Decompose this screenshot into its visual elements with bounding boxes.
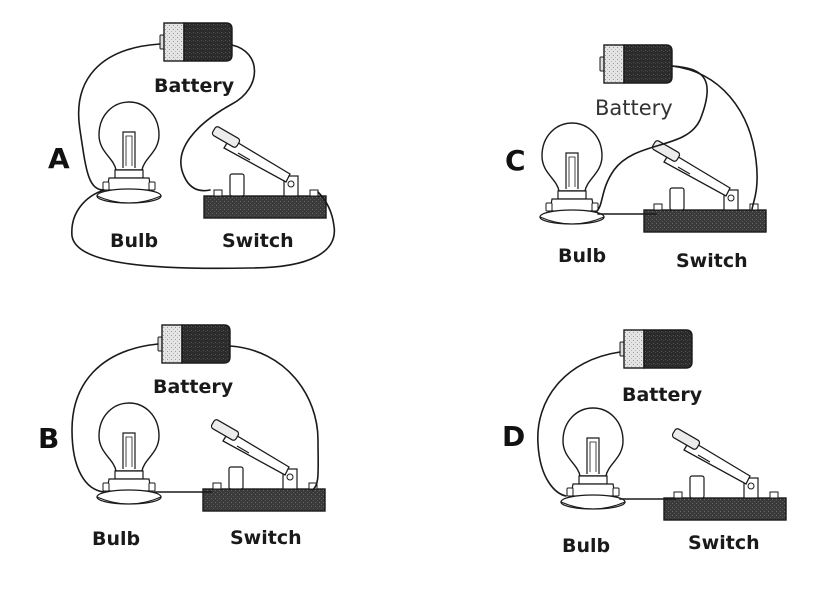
switch-icon bbox=[643, 138, 767, 233]
switch-icon bbox=[202, 417, 326, 512]
bulb-icon bbox=[560, 407, 626, 510]
bulb-label: Bulb bbox=[110, 230, 158, 252]
switch-icon bbox=[203, 124, 327, 219]
battery-label: Battery bbox=[622, 384, 703, 406]
panel-c: C Battery Bulb Switch bbox=[505, 44, 767, 272]
switch-icon bbox=[663, 426, 787, 521]
switch-label: Switch bbox=[676, 250, 748, 272]
wire bbox=[71, 343, 159, 493]
panel-letter-b: B bbox=[38, 422, 59, 455]
bulb-icon bbox=[539, 122, 605, 225]
panel-a: A Battery Bulb Switch bbox=[48, 22, 336, 270]
bulb-label: Bulb bbox=[92, 528, 140, 550]
panel-letter-d: D bbox=[502, 420, 525, 453]
battery-icon bbox=[157, 324, 231, 364]
bulb-icon bbox=[96, 402, 162, 505]
battery-icon bbox=[619, 329, 693, 369]
battery-label: Battery bbox=[154, 75, 235, 97]
battery-label: Battery bbox=[153, 376, 234, 398]
wire bbox=[180, 44, 256, 192]
wire bbox=[671, 65, 758, 211]
battery-icon bbox=[599, 44, 673, 84]
bulb-icon bbox=[96, 101, 162, 204]
wire bbox=[595, 65, 709, 213]
wire bbox=[537, 351, 621, 497]
panel-letter-a: A bbox=[48, 142, 70, 175]
switch-label: Switch bbox=[688, 532, 760, 554]
panel-d: D Battery Bulb Switch bbox=[502, 329, 787, 557]
switch-label: Switch bbox=[230, 527, 302, 549]
panel-letter-c: C bbox=[505, 144, 526, 177]
wire bbox=[77, 43, 161, 191]
switch-label: Switch bbox=[222, 230, 294, 252]
battery-icon bbox=[159, 22, 233, 62]
battery-label: Battery bbox=[595, 96, 673, 120]
bulb-label: Bulb bbox=[562, 535, 610, 557]
wire bbox=[229, 345, 320, 491]
wire bbox=[71, 189, 336, 270]
bulb-label: Bulb bbox=[558, 245, 606, 267]
panel-b: B Battery Bulb Switch bbox=[38, 324, 326, 550]
